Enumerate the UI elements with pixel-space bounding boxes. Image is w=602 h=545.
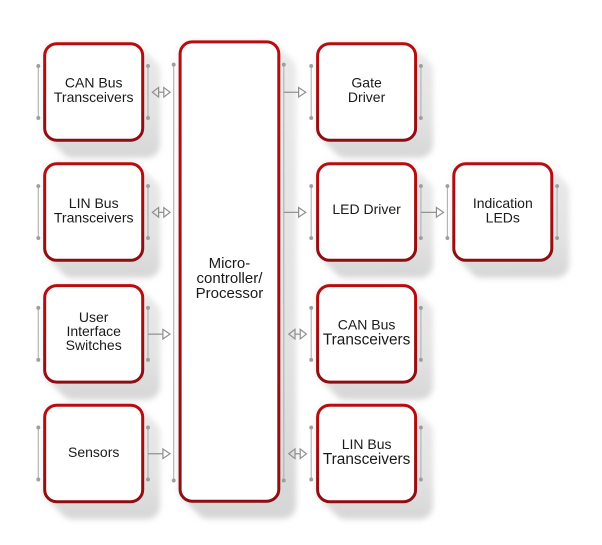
svg-text:controller/: controller/ <box>197 270 264 287</box>
svg-text:Transceivers: Transceivers <box>54 209 134 225</box>
svg-text:LIN Bus: LIN Bus <box>342 436 392 452</box>
svg-text:Gate: Gate <box>351 75 382 91</box>
svg-text:Indication: Indication <box>473 195 533 211</box>
svg-text:Driver: Driver <box>348 89 386 105</box>
svg-text:Transceivers: Transceivers <box>323 451 411 468</box>
svg-text:User: User <box>79 309 109 325</box>
svg-text:Switches: Switches <box>66 337 122 353</box>
svg-text:CAN Bus: CAN Bus <box>338 317 396 333</box>
svg-text:Transceivers: Transceivers <box>323 331 411 348</box>
svg-text:LIN Bus: LIN Bus <box>69 195 119 211</box>
svg-text:Interface: Interface <box>66 323 121 339</box>
svg-text:CAN Bus: CAN Bus <box>65 75 123 91</box>
svg-text:Processor: Processor <box>196 285 264 302</box>
svg-text:Sensors: Sensors <box>68 444 119 460</box>
svg-text:LED Driver: LED Driver <box>332 201 401 217</box>
svg-text:Transceivers: Transceivers <box>54 89 134 105</box>
svg-text:Micro-: Micro- <box>209 255 251 272</box>
svg-text:LEDs: LEDs <box>486 209 520 225</box>
